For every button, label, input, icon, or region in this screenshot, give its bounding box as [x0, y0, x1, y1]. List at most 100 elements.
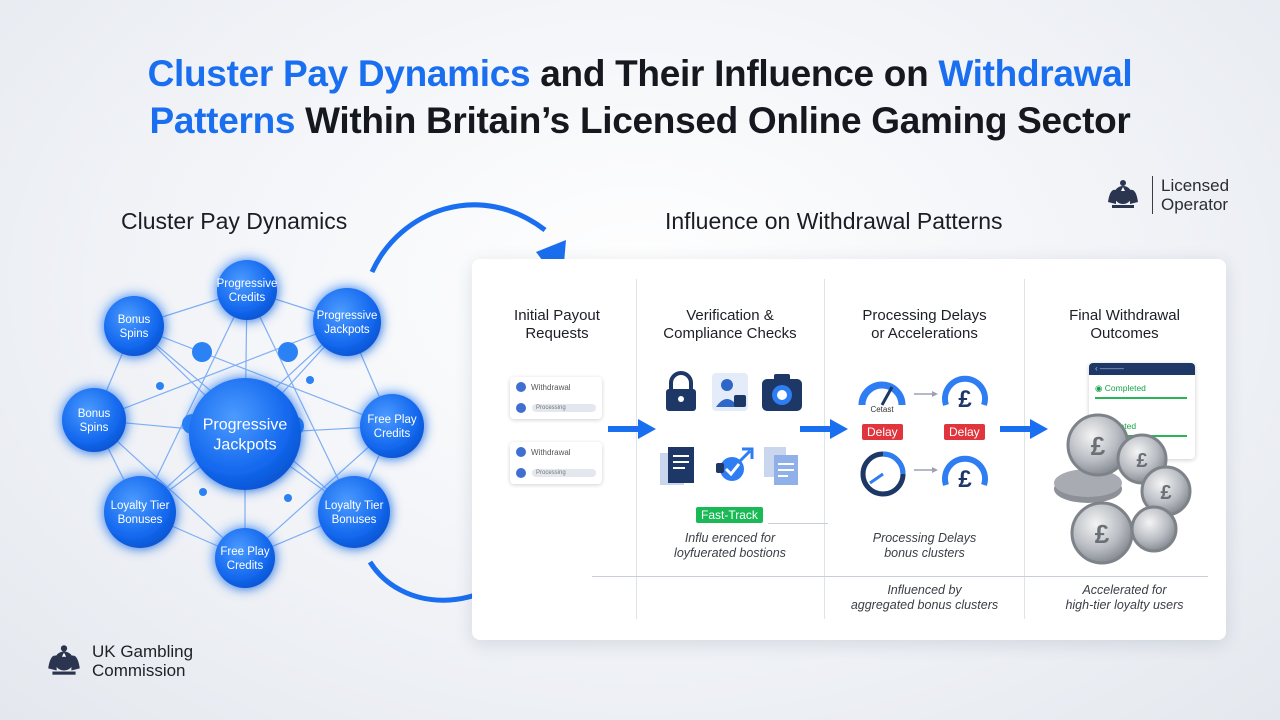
network-junction	[306, 376, 314, 384]
network-edge	[93, 321, 348, 421]
regulator-line1: UK Gambling	[92, 642, 194, 661]
status-completed: ◉ Completed	[1095, 383, 1187, 399]
network-node-lower-left	[104, 476, 176, 548]
network-node-left	[62, 388, 126, 452]
network-node-label: Bonus	[118, 314, 151, 326]
arrow-right-icon	[608, 419, 656, 439]
royal-crest-icon	[1108, 180, 1138, 208]
network-node-lower-right	[318, 476, 390, 548]
delay-badge: Delay	[862, 424, 903, 440]
title-text: Within Britain’s Licensed Online Gaming …	[295, 100, 1131, 141]
network-node-label: Credits	[227, 560, 264, 572]
network-edge	[244, 425, 393, 559]
network-edge	[139, 289, 248, 513]
network-node-label: Bonus	[78, 408, 111, 420]
royal-crest-icon	[48, 645, 80, 675]
shield-check-icon	[716, 447, 754, 481]
svg-text:£: £	[1095, 519, 1110, 549]
check-circle-icon: ◉	[1095, 383, 1103, 393]
network-node-label: Free Play	[220, 546, 269, 558]
document-icon	[660, 447, 694, 485]
chevron-left-icon: ‹	[1095, 364, 1098, 373]
pound-coin-icon: £	[942, 375, 988, 413]
network-junction	[284, 494, 292, 502]
network-junction	[278, 342, 298, 362]
arrow-right-icon	[914, 467, 938, 473]
network-node-label: Loyalty Tier	[325, 500, 384, 512]
network-node-label: Progressive	[317, 310, 378, 322]
network-node-label: Loyalty Tier	[111, 500, 170, 512]
gauge-label: Cetast	[870, 405, 894, 414]
title-text: and Their Influence on	[530, 53, 939, 94]
camera-icon	[762, 374, 802, 411]
user-lock-icon	[712, 373, 748, 411]
svg-text:£: £	[1136, 450, 1147, 472]
user-icon	[516, 468, 526, 478]
licensed-line1: Licensed	[1161, 176, 1230, 195]
network-node-label: Bonuses	[332, 514, 377, 526]
regulator-logo: UK Gambling Commission	[44, 642, 193, 680]
network-junction	[192, 342, 212, 362]
network-edge	[246, 289, 355, 513]
network-node-right	[360, 394, 424, 458]
padlock-icon	[666, 371, 696, 411]
status-card-header: ‹ ———	[1089, 363, 1195, 375]
cluster-network-diagram: ProgressiveCreditsProgressiveJackpotsBon…	[62, 260, 424, 588]
network-node-label: Free Play	[367, 414, 416, 426]
svg-text:£: £	[1091, 431, 1106, 461]
left-section-heading: Cluster Pay Dynamics	[121, 208, 348, 234]
network-node-label: Bonuses	[118, 514, 163, 526]
svg-text:£: £	[958, 386, 972, 413]
network-node-label: Progressive	[203, 417, 288, 434]
network-node-label: Jackpots	[324, 324, 370, 336]
fast-track-badge: Fast-Track	[696, 507, 763, 523]
network-edge	[93, 419, 246, 559]
network-node-bottom	[215, 528, 275, 588]
user-icon	[516, 382, 526, 392]
regulator-line2: Commission	[92, 661, 186, 680]
arrow-right-icon	[800, 419, 848, 439]
page-title: Cluster Pay Dynamics and Their Influence…	[0, 50, 1280, 144]
payout-request-card: Withdrawal Processing	[510, 442, 602, 484]
payout-request-card: Withdrawal Processing	[510, 377, 602, 419]
network-node-top-right	[313, 288, 381, 356]
arrow-right-icon	[914, 391, 938, 397]
column-heading-verification: Verification &Compliance Checks	[663, 307, 797, 342]
network-node-label: Spins	[80, 422, 109, 434]
title-highlight: Cluster Pay Dynamics	[147, 53, 531, 94]
pound-coins-stack-icon: £ £ £ £	[1054, 413, 1192, 565]
network-edge	[133, 325, 393, 427]
network-node-label: Progressive	[217, 278, 278, 290]
pound-coin-icon: £	[942, 455, 988, 493]
arrow-right-icon	[1000, 419, 1048, 439]
user-icon	[516, 447, 526, 457]
network-node-upper-left	[104, 296, 164, 356]
licensed-line2: Operator	[1161, 195, 1229, 214]
user-icon	[516, 403, 526, 413]
svg-text:£: £	[1160, 482, 1171, 504]
right-section-heading: Influence on Withdrawal Patterns	[665, 208, 1003, 234]
copy-documents-icon	[764, 447, 798, 485]
timer-gauge-icon	[860, 451, 906, 497]
speed-gauge-icon	[858, 381, 906, 406]
withdrawal-status-card: ‹ ——— ◉ Completed Completed	[1089, 363, 1195, 459]
delay-badge: Delay	[944, 424, 985, 440]
network-node-label: Jackpots	[213, 437, 276, 454]
svg-text:£: £	[958, 466, 972, 493]
licensed-operator-badge: Licensed Operator	[1104, 176, 1229, 214]
title-highlight: Withdrawal	[938, 53, 1133, 94]
network-center-node	[189, 378, 301, 490]
network-node-label: Credits	[374, 428, 411, 440]
network-node-label: Credits	[229, 292, 266, 304]
network-node-label: Spins	[120, 328, 149, 340]
title-highlight: Patterns	[149, 100, 296, 141]
network-node-top	[217, 260, 277, 320]
